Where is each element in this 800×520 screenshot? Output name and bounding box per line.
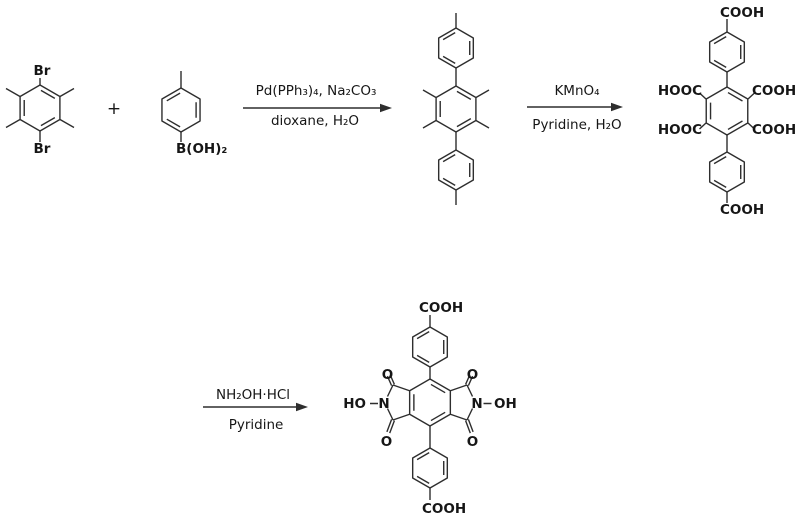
tolyl-ring-top	[438, 27, 474, 69]
atom-label-n-right: N	[471, 396, 482, 412]
central-benzene-ring	[435, 85, 477, 133]
phenyl-ring-top	[412, 326, 448, 368]
conditions-step1: dioxane, H₂O	[271, 113, 359, 129]
atom-label-boronic: B(OH)₂	[176, 141, 227, 157]
substituent-bonds	[422, 13, 490, 205]
reagents-step3: NH₂OH·HCl	[216, 387, 290, 403]
atom-label-br-top: Br	[34, 63, 51, 79]
conditions-step2: Pyridine, H₂O	[532, 117, 621, 133]
atom-label-oh-right: OH	[494, 396, 517, 412]
benzene-ring	[161, 87, 201, 133]
reaction-arrow-2: KMnO₄ Pyridine, H₂O	[527, 83, 623, 133]
atom-label-br-bottom: Br	[34, 141, 51, 157]
reagents-step2: KMnO₄	[554, 83, 599, 99]
atom-label-o-bottom-right: O	[467, 434, 478, 450]
boronic-acid-structure: B(OH)₂	[161, 71, 227, 157]
central-benzene-ring	[408, 378, 452, 427]
atom-label-o-top-left: O	[382, 367, 393, 383]
atom-label-n-left: N	[378, 396, 389, 412]
phenyl-ring-bottom	[709, 151, 745, 193]
atom-label-hooc-upper-left: HOOC	[658, 83, 702, 99]
bis-hydroxyimide-product-structure: COOH COOH O O O O HO N N OH	[343, 300, 517, 517]
atom-label-o-top-right: O	[467, 367, 478, 383]
tolyl-ring-bottom	[438, 149, 474, 191]
atom-label-cooh-upper-right: COOH	[752, 83, 796, 99]
imide-ring-right	[449, 374, 474, 434]
atom-label-cooh-top: COOH	[419, 300, 463, 316]
substituent-bonds	[370, 315, 492, 500]
reagents-step1: Pd(PPh₃)₄, Na₂CO₃	[256, 83, 377, 99]
terphenyl-intermediate-structure	[422, 13, 490, 205]
atom-label-cooh-lower-right: COOH	[752, 122, 796, 138]
atom-label-ho-left: HO	[343, 396, 366, 412]
arrow-head	[380, 103, 392, 113]
reaction-arrow-1: Pd(PPh₃)₄, Na₂CO₃ dioxane, H₂O	[243, 83, 392, 129]
central-benzene-ring	[705, 86, 749, 136]
phenyl-ring-top	[709, 31, 745, 73]
atom-label-cooh-bottom: COOH	[720, 202, 764, 218]
reaction-arrow-3: NH₂OH·HCl Pyridine	[203, 387, 308, 433]
dibromide-structure: Br Br	[5, 63, 75, 157]
hexaacid-structure: COOH HOOC COOH HOOC COOH COOH	[658, 5, 796, 218]
conditions-step3: Pyridine	[229, 417, 284, 433]
atom-label-o-bottom-left: O	[381, 434, 392, 450]
atom-label-cooh-bottom: COOH	[422, 501, 466, 517]
plus-sign: +	[107, 99, 121, 119]
substituent-bonds	[5, 78, 75, 142]
arrow-head	[611, 102, 623, 112]
atom-label-cooh-top: COOH	[720, 5, 764, 21]
arrow-head	[296, 402, 308, 412]
imide-ring-left	[386, 374, 411, 434]
phenyl-ring-bottom	[412, 447, 448, 489]
atom-label-hooc-lower-left: HOOC	[658, 122, 702, 138]
benzene-ring	[19, 84, 61, 132]
substituent-bonds	[699, 19, 755, 203]
